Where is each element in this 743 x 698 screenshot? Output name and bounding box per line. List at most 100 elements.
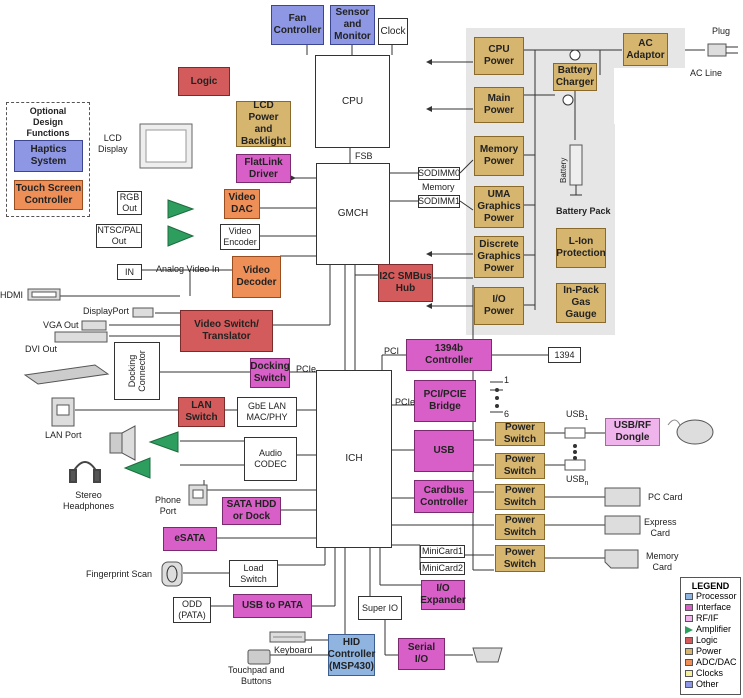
slot-1-label: 1 (504, 375, 510, 385)
touch-screen-controller: Touch Screen Controller (14, 180, 83, 210)
stereo-headphones-label: Stereo Headphones (63, 490, 115, 511)
lcd-display-icon (139, 123, 193, 169)
ntsc-pal-out: NTSC/PAL Out (96, 224, 142, 248)
gas-gauge: In-Pack Gas Gauge (556, 283, 606, 323)
phone-port-icon (188, 484, 208, 506)
legend-swatch (685, 637, 693, 644)
hdmi-icon (27, 288, 61, 301)
sata-hdd-dock: SATA HDD or Dock (222, 497, 281, 525)
lan-port-icon (51, 397, 75, 427)
legend-swatch (685, 659, 693, 666)
mosfet-icon (569, 49, 581, 61)
sodimm1: SODIMM1 (418, 195, 461, 208)
vga-out-label: VGA Out (43, 320, 79, 330)
legend-label: Other (696, 679, 719, 689)
legend-item: ADC/DAC (685, 657, 740, 668)
odd-pata: ODD (PATA) (173, 597, 211, 623)
lcd-display-label: LCD Display (98, 133, 128, 154)
liion-protection: L-Ion Protection (556, 228, 606, 268)
displayport-icon (132, 307, 154, 318)
legend-label: Power (696, 646, 722, 656)
usbn-label: USBn (566, 474, 588, 489)
sodimm0: SODIMM0 (418, 167, 461, 180)
legend-swatch (685, 625, 693, 634)
flatlink-driver: FlatLink Driver (236, 154, 291, 183)
memory-card-icon (604, 549, 639, 569)
keyboard-label: Keyboard (274, 645, 313, 655)
usb1-label: USB1 (566, 409, 588, 424)
power-switch-4: Power Switch (495, 514, 545, 540)
legend-swatch (685, 593, 693, 600)
rgb-out: RGB Out (117, 191, 142, 215)
serial-io: Serial I/O (398, 638, 445, 670)
gmch-block: GMCH (316, 163, 390, 265)
optional-label: Optional Design Functions (26, 106, 70, 138)
ac-line-label: AC Line (690, 68, 723, 78)
legend-title: LEGEND (691, 581, 730, 591)
legend-swatch (685, 648, 693, 655)
keyboard-icon (269, 631, 306, 643)
minicard2: MiniCard2 (420, 562, 465, 575)
video-dac: Video DAC (224, 189, 260, 219)
1394b-controller: 1394b Controller (406, 339, 492, 371)
battery-label: Battery (559, 157, 568, 183)
cpu-block: CPU (315, 55, 390, 148)
amplifier-rgb (167, 199, 195, 219)
legend-label: Clocks (696, 668, 724, 678)
docking-switch: Docking Switch (250, 358, 290, 388)
discrete-graphics-power: Discrete Graphics Power (474, 236, 524, 278)
video-encoder: Video Encoder (220, 224, 260, 250)
dvi-out-label: DVI Out (25, 344, 58, 354)
legend-label: Amplifier (696, 624, 732, 634)
express-card-icon (604, 515, 641, 535)
amplifier-ntsc (167, 225, 195, 247)
legend-swatch (685, 670, 693, 677)
fsb-label: FSB (355, 151, 373, 161)
amplifier-speaker (148, 431, 179, 453)
docking-station-icon (23, 364, 110, 385)
usb-rf-dongle: USB/RF Dongle (605, 418, 660, 446)
legend-item: Clocks (685, 668, 740, 679)
pci-pcie-bridge: PCI/PCIE Bridge (414, 380, 476, 422)
plug-label: Plug (712, 26, 731, 36)
legend-item: Power (685, 646, 740, 657)
main-power: Main Power (474, 87, 524, 123)
cardbus-controller: Cardbus Controller (414, 480, 474, 513)
vga-icon (81, 320, 107, 331)
legend-item: Other (685, 679, 740, 690)
audio-codec: Audio CODEC (244, 437, 297, 481)
haptics-system: Haptics System (14, 140, 83, 172)
pcie-label-2: PCIe (395, 397, 416, 407)
mosfet-icon (562, 94, 574, 106)
pc-card-label: PC Card (648, 492, 683, 502)
video-switch-translator: Video Switch/ Translator (180, 310, 273, 352)
sensor-monitor: Sensor and Monitor (330, 5, 375, 45)
fingerprint-label: Fingerprint Scan (86, 569, 153, 579)
legend-label: ADC/DAC (696, 657, 737, 667)
optional-design-functions (6, 102, 90, 217)
legend-item: Processor (685, 591, 740, 602)
headphones-icon (69, 461, 101, 483)
usb1-port-icon (564, 427, 586, 439)
dvi-icon (54, 331, 108, 343)
pc-card-icon (604, 487, 641, 507)
analog-in: IN (117, 264, 142, 280)
i2c-smbus-hub: I2C SMBus Hub (378, 264, 433, 302)
amplifier-headphones (123, 457, 151, 479)
ich-block: ICH (316, 370, 392, 548)
power-switch-1: Power Switch (495, 422, 545, 446)
esata: eSATA (163, 527, 217, 551)
legend-item: Logic (685, 635, 740, 646)
logic-block: Logic (178, 67, 230, 96)
clock-block: Clock (378, 18, 408, 45)
usb1-label-text: USB (566, 409, 585, 419)
fan-controller: Fan Controller (271, 5, 324, 45)
pci-label: PCI (384, 346, 400, 356)
hdmi-label: HDMI (0, 290, 23, 300)
usb-controller: USB (414, 430, 474, 472)
legend-label: Interface (696, 602, 732, 612)
hid-controller: HID Controller (MSP430) (328, 634, 375, 676)
legend-label: Logic (696, 635, 718, 645)
slot-6-label: 6 (504, 409, 510, 419)
